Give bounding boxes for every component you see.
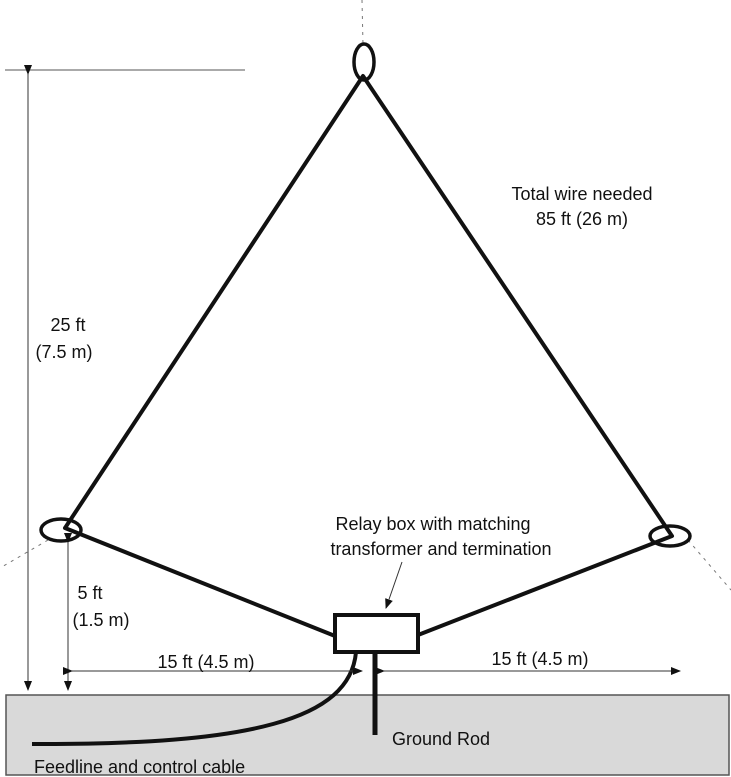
support-rope-top — [361, 0, 364, 46]
low-height-metric: (1.5 m) — [72, 610, 129, 630]
low-height-label: 5 ft — [77, 583, 102, 603]
support-rope-right — [687, 539, 731, 591]
insulator-right — [648, 524, 692, 548]
support-rope-left — [0, 539, 49, 569]
insulator-left — [39, 517, 83, 543]
feedline-label: Feedline and control cable — [34, 757, 245, 777]
total-wire-label: Total wire needed — [511, 184, 652, 204]
feedline-cable — [31, 651, 358, 747]
total-wire-value: 85 ft (26 m) — [536, 209, 628, 229]
relay-box-label-2: transformer and termination — [330, 539, 551, 559]
ground-rod-label: Ground Rod — [392, 729, 490, 749]
antenna-wire — [63, 74, 674, 638]
total-height-label: 25 ft — [50, 315, 85, 335]
relay-box-label-1: Relay box with matching — [335, 514, 530, 534]
callout-arrow-relay-box — [385, 561, 403, 609]
span-left-label: 15 ft (4.5 m) — [157, 652, 254, 672]
total-height-metric: (7.5 m) — [35, 342, 92, 362]
span-right-label: 15 ft (4.5 m) — [491, 649, 588, 669]
relay-box — [333, 613, 420, 654]
ground — [5, 694, 730, 776]
insulator-top — [352, 42, 376, 82]
